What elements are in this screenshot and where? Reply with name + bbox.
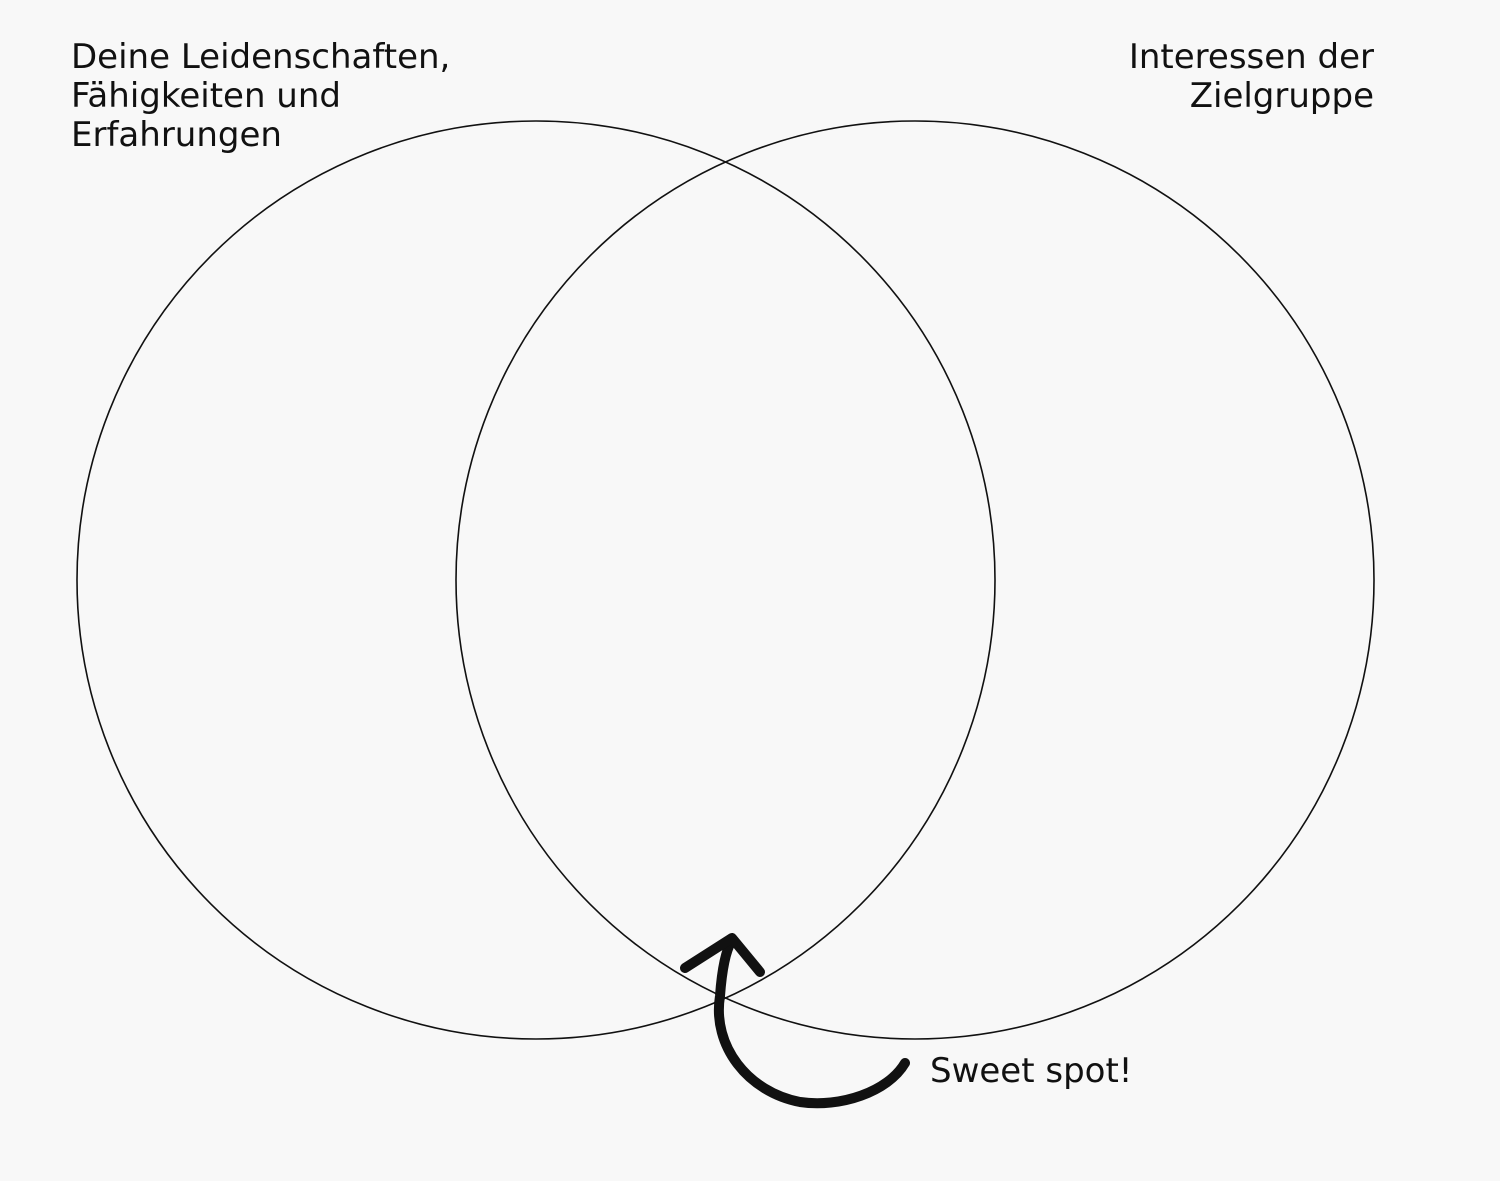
sweet-spot-callout: Sweet spot! [930, 1051, 1133, 1091]
left-set-label-line: Fähigkeiten und [71, 76, 341, 116]
right-set-label-line: Interessen der [1128, 37, 1374, 77]
right-set-label-line: Zielgruppe [1189, 76, 1374, 116]
left-set-label-line: Deine Leidenschaften, [71, 37, 451, 77]
right-set-label: Interessen der Zielgruppe [1129, 38, 1374, 116]
arrow-head [680, 933, 765, 977]
curved-arrow-icon [680, 933, 910, 1109]
arrow-shaft [713, 935, 910, 1109]
left-set-label: Deine Leidenschaften, Fähigkeiten und Er… [71, 38, 450, 155]
left-circle [76, 120, 996, 1040]
left-set-label-line: Erfahrungen [71, 115, 282, 155]
right-circle [455, 120, 1375, 1040]
